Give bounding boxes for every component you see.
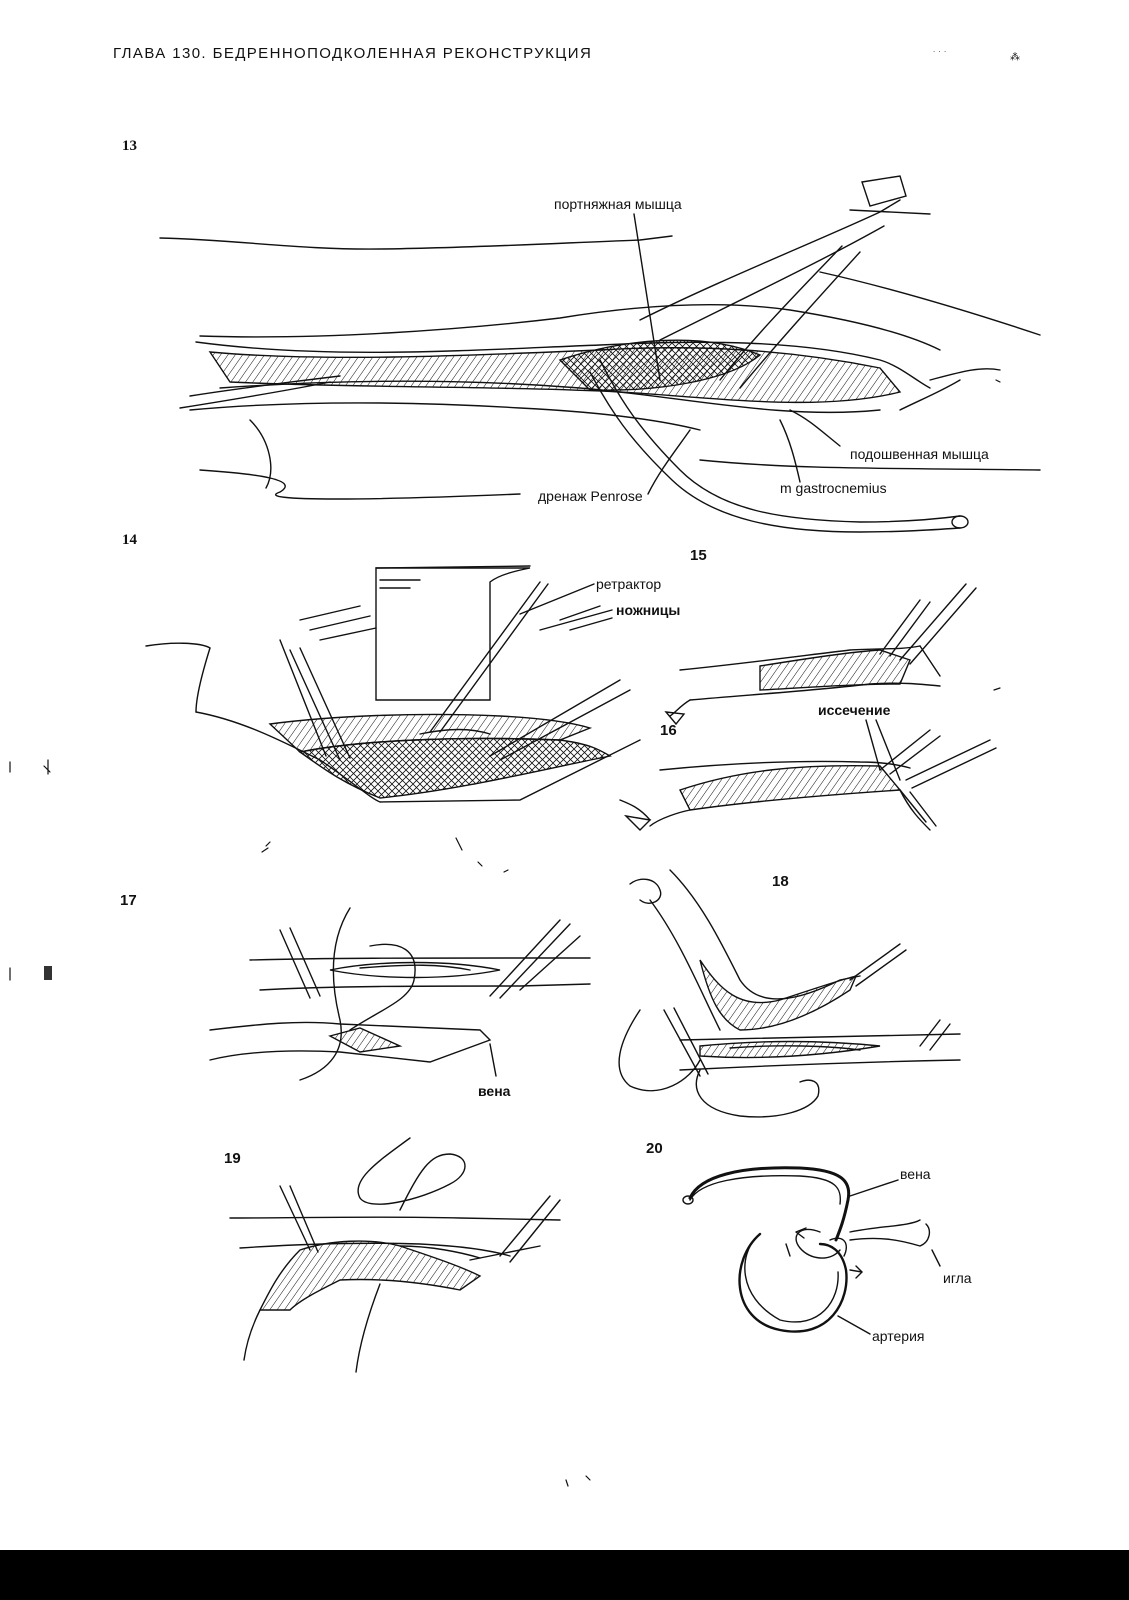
figure-number-15: 15 bbox=[690, 547, 707, 564]
figure-16-drawing bbox=[619, 719, 997, 831]
scan-speck: ⁂ bbox=[1010, 52, 1020, 63]
scan-blotch bbox=[44, 966, 52, 980]
label-retractor: ретрактор bbox=[596, 576, 662, 592]
figure-number-18: 18 bbox=[772, 873, 789, 890]
label-sartorius-muscle: портняжная мышца bbox=[554, 196, 682, 212]
figure-17-drawing bbox=[209, 907, 591, 1081]
figure-number-17: 17 bbox=[120, 892, 137, 909]
label-vein-fig20: вена bbox=[900, 1166, 931, 1182]
figure-18-drawing bbox=[618, 869, 961, 1118]
label-penrose-drain: дренаж Penrose bbox=[538, 488, 643, 504]
scan-artifacts bbox=[9, 379, 1001, 1487]
figure-number-20: 20 bbox=[646, 1140, 663, 1157]
figure-19-drawing bbox=[229, 1137, 561, 1373]
label-plantaris-muscle: подошвенная мышца bbox=[850, 446, 989, 462]
label-excision: иссечение bbox=[818, 702, 891, 718]
scan-speck: ˙ ˙ ˙ bbox=[933, 50, 947, 60]
label-artery: артерия bbox=[872, 1328, 925, 1344]
figure-13-drawing bbox=[159, 175, 1041, 533]
figure-15-drawing bbox=[664, 583, 977, 726]
figure-number-19: 19 bbox=[224, 1150, 241, 1167]
scan-bottom-bar bbox=[0, 1550, 1129, 1600]
label-needle: игла bbox=[943, 1270, 972, 1286]
figure-14-drawing bbox=[145, 565, 641, 803]
chapter-header: ГЛАВА 130. БЕДРЕННОПОДКОЛЕННАЯ РЕКОНСТРУ… bbox=[113, 45, 593, 62]
figure-number-14: 14 bbox=[122, 532, 137, 548]
label-scissors: ножницы bbox=[616, 602, 681, 618]
label-gastrocnemius: m gastrocnemius bbox=[780, 480, 887, 496]
figure-number-16: 16 bbox=[660, 722, 677, 739]
figure-20-drawing bbox=[682, 1166, 941, 1335]
label-vein-fig17: вена bbox=[478, 1083, 511, 1099]
figure-number-13: 13 bbox=[122, 138, 137, 154]
